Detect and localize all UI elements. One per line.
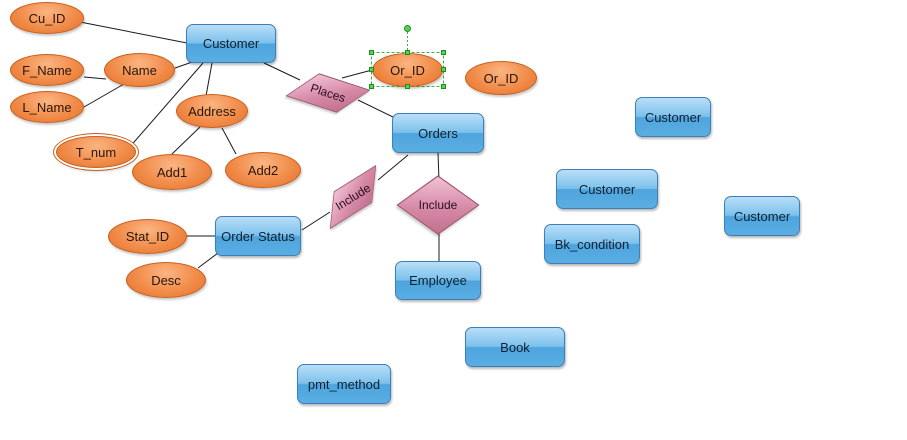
connector-t-num-customer[interactable] — [127, 62, 204, 150]
selection-rotate-handle[interactable] — [404, 25, 411, 32]
entity-customer[interactable]: Customer — [186, 24, 276, 63]
connector-orders-include-status[interactable] — [377, 154, 409, 181]
entity-customer-4[interactable]: Customer — [724, 196, 800, 236]
selection-handle-ne[interactable] — [441, 50, 446, 55]
connector-cu-id-customer[interactable] — [79, 21, 188, 44]
selection-handle-w[interactable] — [369, 67, 374, 72]
attribute-or-id[interactable]: Or_ID — [465, 61, 537, 95]
entity-orders[interactable]: Orders — [392, 113, 484, 153]
connector-or-id-places[interactable] — [341, 69, 373, 79]
attribute-cu-id[interactable]: Cu_ID — [10, 2, 84, 34]
selection-handle-sw[interactable] — [369, 84, 374, 89]
attribute-l-name[interactable]: L_Name — [10, 91, 84, 123]
selection-handle-e[interactable] — [441, 67, 446, 72]
attribute-or-id-selected[interactable]: Or_ID — [372, 53, 443, 87]
attribute-add2[interactable]: Add2 — [225, 152, 301, 188]
connector-customer-places[interactable] — [263, 62, 301, 81]
attribute-t-num[interactable]: T_num — [56, 136, 136, 168]
selection-handle-nw[interactable] — [369, 50, 374, 55]
selection-handle-s[interactable] — [405, 84, 410, 89]
connector-address-customer[interactable] — [205, 62, 213, 97]
entity-order-status[interactable]: Order Status — [215, 216, 301, 256]
relationship-include-employee[interactable]: Include — [396, 175, 480, 235]
connector-add2-address[interactable] — [221, 127, 237, 155]
entity-employee[interactable]: Employee — [395, 261, 481, 300]
entity-customer-3[interactable]: Customer — [556, 169, 658, 209]
attribute-name[interactable]: Name — [104, 53, 175, 87]
connector-l-name-name[interactable] — [83, 83, 125, 108]
attribute-address[interactable]: Address — [176, 94, 248, 128]
attribute-add1[interactable]: Add1 — [132, 154, 212, 190]
entity-pmt-method[interactable]: pmt_method — [297, 364, 391, 404]
connector-places-orders[interactable] — [357, 99, 396, 119]
attribute-desc[interactable]: Desc — [126, 262, 206, 298]
relationship-include-order-status[interactable]: Include — [316, 164, 390, 230]
selection-handle-n[interactable] — [405, 50, 410, 55]
relationship-places[interactable]: Places — [285, 64, 371, 122]
connector-include-status-order-status[interactable] — [301, 211, 331, 231]
selection-handle-se[interactable] — [441, 84, 446, 89]
entity-customer-2[interactable]: Customer — [635, 97, 711, 137]
entity-bk-condition[interactable]: Bk_condition — [544, 224, 640, 264]
attribute-f-name[interactable]: F_Name — [10, 54, 84, 86]
connector-desc-order-status[interactable] — [197, 252, 219, 269]
connector-f-name-name[interactable] — [83, 76, 107, 80]
entity-book[interactable]: Book — [465, 327, 565, 367]
connector-add1-address[interactable] — [171, 126, 201, 155]
attribute-stat-id[interactable]: Stat_ID — [108, 219, 187, 254]
